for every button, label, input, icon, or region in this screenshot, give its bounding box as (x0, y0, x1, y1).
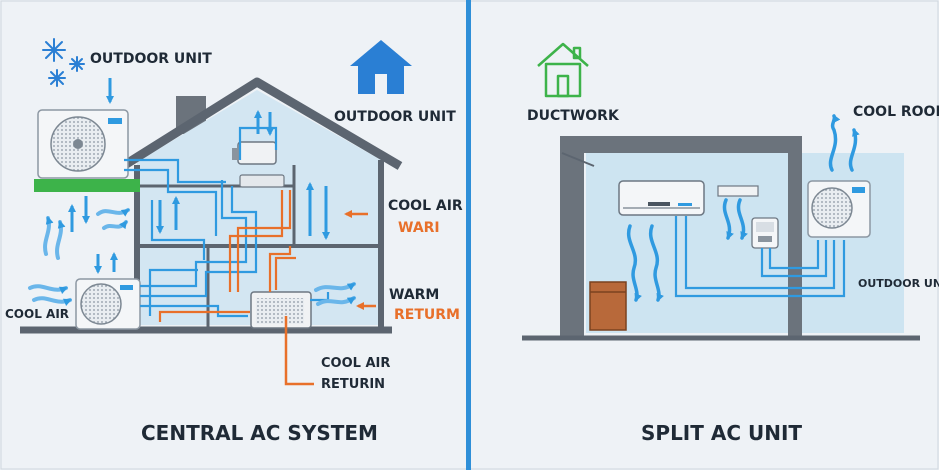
label-outdoor-unit: OUTDOOR UNIT (858, 277, 939, 290)
thermostat (751, 217, 779, 249)
vent (717, 185, 759, 197)
snowflake-icon (42, 38, 85, 87)
caption-central-ac: CENTRAL AC SYSTEM (141, 421, 378, 445)
label-outdoor-unit-right: OUTDOOR UNIT (334, 109, 456, 125)
label-pointers (284, 210, 376, 386)
house-outline-icon (537, 42, 589, 98)
split-ac-panel: DUCTWORK COOL ROOM OUTDOOR UNIT SPLIT AC… (522, 42, 939, 445)
label-wari: WARI (398, 220, 440, 236)
cabinet (589, 281, 627, 331)
label-cool-air-return-2: RETURIN (321, 377, 385, 392)
central-ac-panel: OUTDOOR UNIT OUTDOOR UNIT COOL AIR COOL … (5, 38, 463, 445)
caption-split-ac: SPLIT AC UNIT (641, 421, 802, 445)
panel-divider (466, 0, 471, 470)
house-icon (350, 40, 412, 94)
label-returm: RETURM (394, 307, 460, 323)
label-cool-air-left: COOL AIR (5, 307, 69, 321)
attic-unit (232, 141, 285, 188)
indoor-air-handler (250, 291, 312, 329)
refrigerant-lines (674, 216, 846, 298)
label-warm: WARM (389, 287, 439, 303)
cool-air-arrows (68, 78, 330, 274)
label-ductwork: DUCTWORK (527, 108, 620, 124)
label-outdoor-unit-top: OUTDOOR UNIT (90, 51, 212, 67)
air-wave-arrows (28, 208, 356, 307)
cool-air-waves (626, 114, 860, 302)
indoor-split-unit (618, 180, 705, 216)
label-cool-air-return-1: COOL AIR (321, 356, 390, 371)
outdoor-unit-right (807, 180, 871, 238)
return-ducts (158, 190, 296, 322)
outdoor-unit-top (34, 109, 140, 192)
label-cool-air-right: COOL AIR (388, 198, 463, 214)
outdoor-unit-bottom (75, 278, 141, 330)
label-cool-room: COOL ROOM (853, 104, 939, 120)
